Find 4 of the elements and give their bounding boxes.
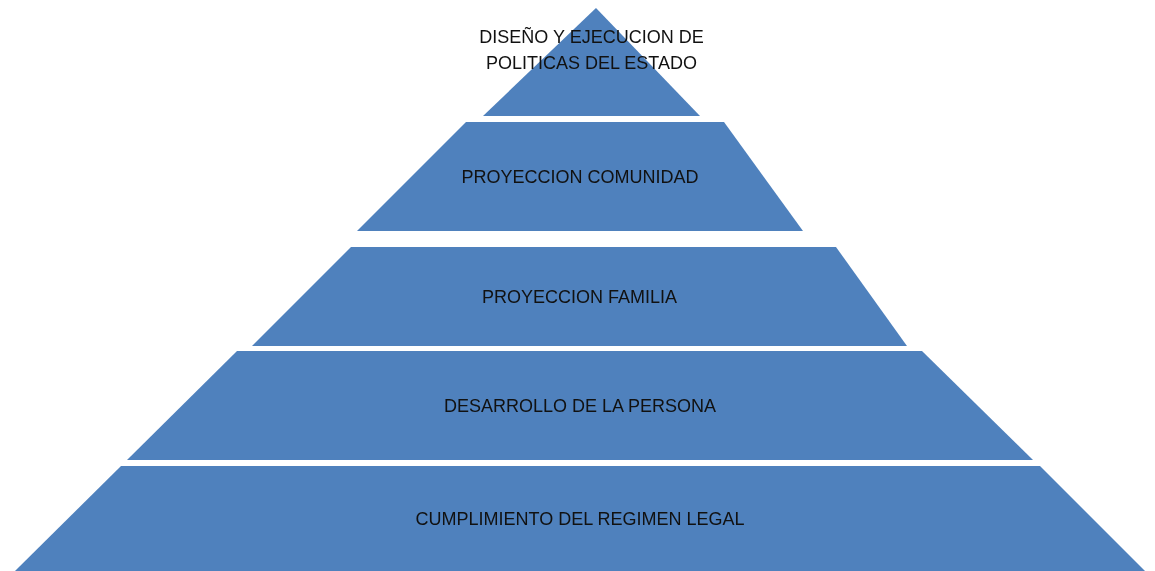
level-label: CUMPLIMIENTO DEL REGIMEN LEGAL — [415, 507, 745, 531]
level-label: PROYECCION FAMILIA — [482, 285, 677, 309]
level-label: PROYECCION COMUNIDAD — [461, 165, 699, 189]
level-label: DESARROLLO DE LA PERSONA — [443, 394, 717, 418]
